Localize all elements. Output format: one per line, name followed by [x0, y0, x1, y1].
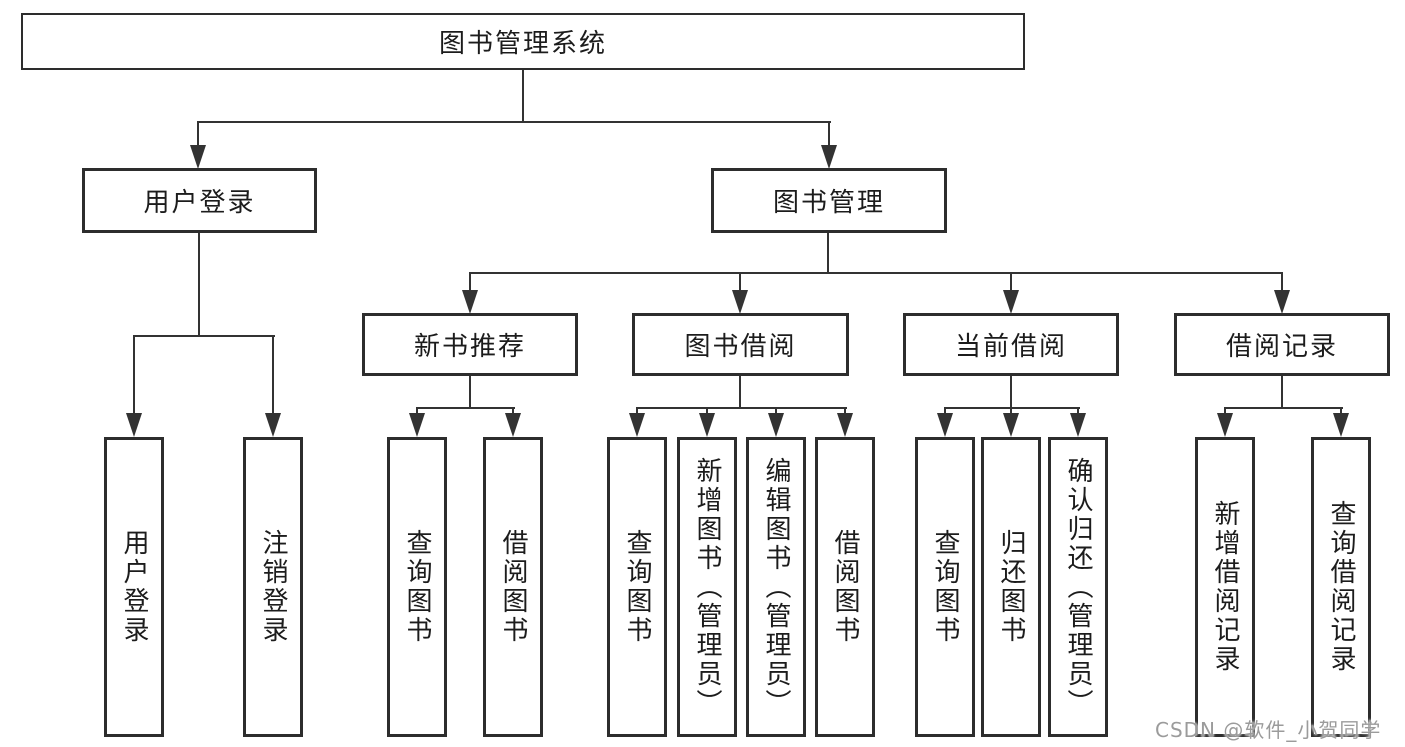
connector-drop: [1010, 272, 1012, 292]
leaf-logout: 注销登录: [243, 437, 303, 737]
arrowhead-down-icon: [699, 413, 715, 437]
connector-drop: [133, 335, 135, 415]
arrowhead-down-icon: [1070, 413, 1086, 437]
connector-current-drop: [1010, 376, 1012, 409]
leaf-add-books-admin: 新增图书（管理员）: [677, 437, 737, 737]
connector-drop: [1077, 407, 1079, 417]
leaf-query-borrow-record: 查询借阅记录: [1311, 437, 1371, 737]
connector-bookmgmt-drop: [827, 233, 829, 274]
connector-drop: [844, 407, 846, 417]
connector-drop: [1010, 407, 1012, 417]
arrowhead-down-icon: [821, 145, 837, 169]
connector-drop-user-login: [197, 121, 199, 149]
leaf-user-login: 用户登录: [104, 437, 164, 737]
arrowhead-down-icon: [462, 290, 478, 314]
arrowhead-down-icon: [732, 290, 748, 314]
connector-drop: [775, 407, 777, 417]
connector-userlogin-bracket: [133, 335, 275, 337]
arrowhead-down-icon: [126, 413, 142, 437]
connector-drop: [739, 272, 741, 292]
leaf-query-books-borrow: 查询图书: [607, 437, 667, 737]
connector-drop: [1224, 407, 1226, 417]
connector-records-bracket: [1224, 407, 1343, 409]
connector-borrow-drop: [739, 376, 741, 409]
arrowhead-down-icon: [629, 413, 645, 437]
arrowhead-down-icon: [409, 413, 425, 437]
leaf-borrow-books-recommend: 借阅图书: [483, 437, 543, 737]
connector-drop: [469, 272, 471, 292]
connector-borrow-bracket: [636, 407, 847, 409]
connector-recommend-bracket: [416, 407, 515, 409]
connector-root-drop: [522, 70, 524, 123]
leaf-edit-books-admin: 编辑图书（管理员）: [746, 437, 806, 737]
connector-userlogin-drop: [198, 233, 200, 337]
arrowhead-down-icon: [937, 413, 953, 437]
connector-drop: [706, 407, 708, 417]
arrowhead-down-icon: [837, 413, 853, 437]
node-user-login: 用户登录: [82, 168, 317, 233]
node-book-borrow: 图书借阅: [632, 313, 849, 376]
connector-drop: [512, 407, 514, 417]
connector-current-bracket: [944, 407, 1080, 409]
arrowhead-down-icon: [1003, 413, 1019, 437]
leaf-return-books: 归还图书: [981, 437, 1041, 737]
connector-drop: [272, 335, 274, 415]
connector-drop: [1281, 272, 1283, 292]
node-new-book-recommend: 新书推荐: [362, 313, 578, 376]
connector-drop: [1340, 407, 1342, 417]
connector-drop: [636, 407, 638, 417]
connector-drop: [416, 407, 418, 417]
leaf-add-borrow-record: 新增借阅记录: [1195, 437, 1255, 737]
connector-recommend-drop: [469, 376, 471, 409]
arrowhead-down-icon: [505, 413, 521, 437]
node-book-management: 图书管理: [711, 168, 947, 233]
leaf-borrow-books: 借阅图书: [815, 437, 875, 737]
arrowhead-down-icon: [1333, 413, 1349, 437]
node-borrow-records: 借阅记录: [1174, 313, 1390, 376]
arrowhead-down-icon: [768, 413, 784, 437]
arrowhead-down-icon: [190, 145, 206, 169]
node-current-borrow: 当前借阅: [903, 313, 1119, 376]
leaf-confirm-return-admin: 确认归还（管理员）: [1048, 437, 1108, 737]
connector-root-bracket: [197, 121, 831, 123]
csdn-watermark: CSDN @软件_小贺同学: [1155, 718, 1382, 742]
arrowhead-down-icon: [1217, 413, 1233, 437]
connector-records-drop: [1281, 376, 1283, 409]
arrowhead-down-icon: [1274, 290, 1290, 314]
connector-drop-book-mgmt: [828, 121, 830, 149]
node-root-library-system: 图书管理系统: [21, 13, 1025, 70]
arrowhead-down-icon: [1003, 290, 1019, 314]
leaf-query-books-current: 查询图书: [915, 437, 975, 737]
connector-drop: [944, 407, 946, 417]
arrowhead-down-icon: [265, 413, 281, 437]
connector-bookmgmt-bracket: [469, 272, 1283, 274]
leaf-query-books-recommend: 查询图书: [387, 437, 447, 737]
